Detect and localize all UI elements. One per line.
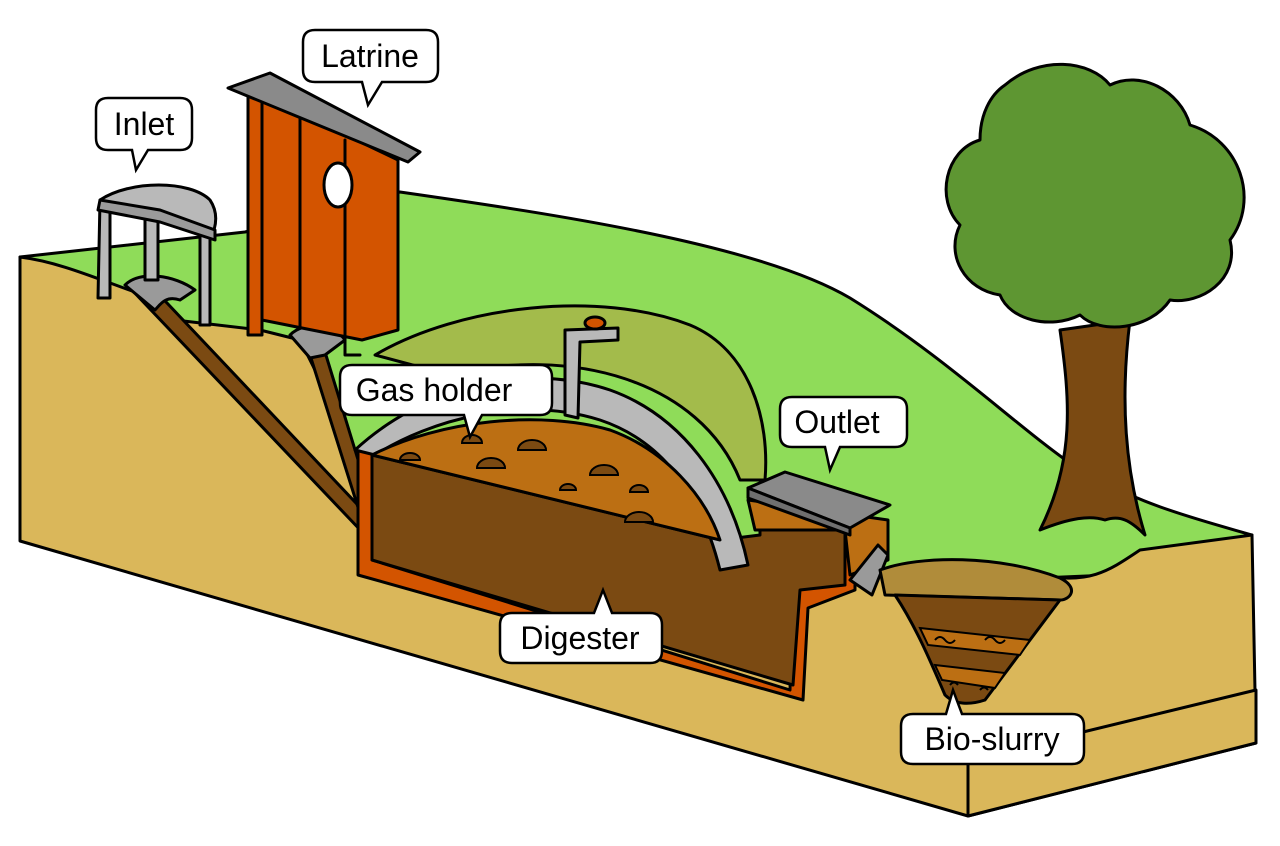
outlet-assembly bbox=[746, 470, 892, 597]
digester bbox=[353, 304, 857, 702]
callout-outlet: Outlet bbox=[778, 395, 909, 475]
callout-inlet: Inlet bbox=[94, 96, 194, 174]
slurry-top-surface bbox=[370, 418, 722, 542]
gas-outlet-pipe bbox=[563, 326, 620, 420]
slurry-bubbles bbox=[398, 434, 655, 523]
label-inlet: Inlet bbox=[114, 106, 175, 142]
gas-valve bbox=[583, 315, 607, 331]
dome-mound bbox=[373, 304, 768, 482]
outlet-cover-front bbox=[746, 486, 852, 537]
label-digester: Digester bbox=[520, 620, 640, 656]
callout-digester: Digester bbox=[498, 586, 664, 665]
pit-squiggles bbox=[934, 636, 1006, 691]
pit-layer-band-2 bbox=[933, 663, 1007, 690]
label-gas-holder: Gas holder bbox=[356, 372, 513, 408]
tree bbox=[944, 62, 1246, 537]
pit-rim bbox=[878, 558, 1073, 602]
callout-gas-holder: Gas holder bbox=[338, 363, 554, 441]
latrine-roof bbox=[226, 71, 422, 164]
latrine-left-wall bbox=[246, 88, 264, 337]
inlet-funnel bbox=[123, 274, 197, 312]
latrine bbox=[226, 71, 422, 357]
callout-bio-slurry: Bio-slurry bbox=[899, 686, 1086, 766]
tree-canopy bbox=[944, 62, 1246, 329]
latrine-door-frame bbox=[298, 110, 362, 357]
inlet-tank-rim bbox=[96, 198, 217, 242]
pit-layer-band-1 bbox=[918, 626, 1032, 657]
label-outlet: Outlet bbox=[794, 404, 879, 440]
bio-slurry-pit bbox=[878, 558, 1073, 705]
latrine-window bbox=[322, 161, 354, 209]
tree-trunk bbox=[1038, 318, 1147, 537]
label-latrine: Latrine bbox=[321, 38, 419, 74]
outlet-channel bbox=[848, 543, 890, 597]
soil-side-face bbox=[966, 688, 1258, 818]
callout-latrine: Latrine bbox=[301, 28, 440, 109]
label-bio-slurry: Bio-slurry bbox=[924, 721, 1059, 757]
